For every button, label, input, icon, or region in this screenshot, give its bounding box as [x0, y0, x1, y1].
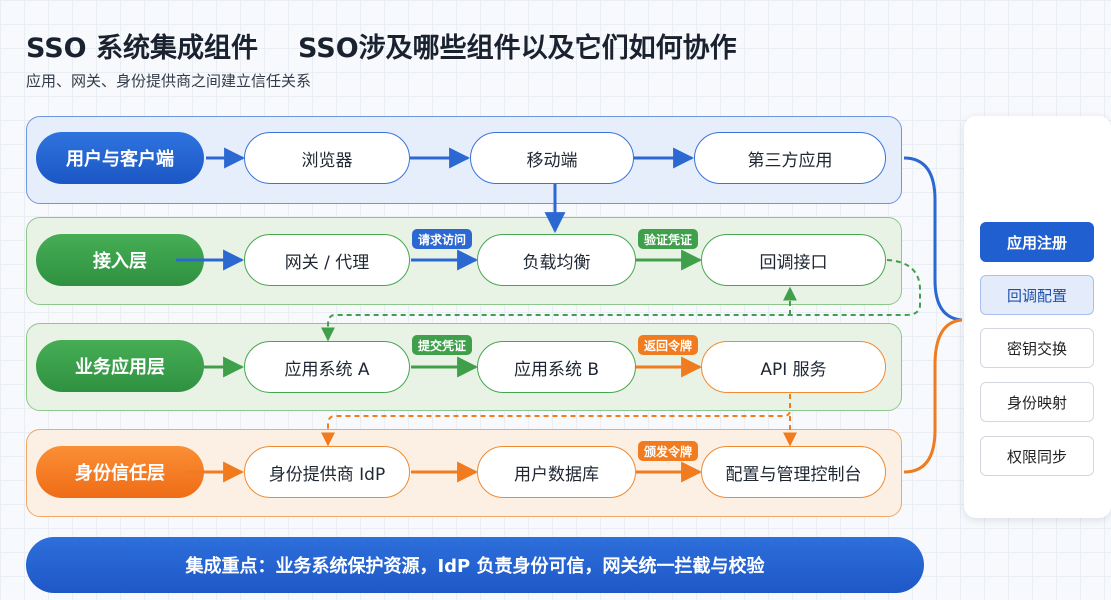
node-admin-console: 配置与管理控制台 [701, 446, 886, 498]
node-callback-interface: 回调接口 [701, 234, 886, 286]
lane-label-user-client: 用户与客户端 [36, 132, 204, 184]
tag-return-token: 返回令牌 [638, 335, 699, 355]
node-gateway-proxy: 网关 / 代理 [244, 234, 410, 286]
side-item-key-exchange[interactable]: 密钥交换 [980, 328, 1094, 368]
node-api-service: API 服务 [701, 341, 886, 393]
node-app-system-b: 应用系统 B [477, 341, 636, 393]
node-load-balancer: 负载均衡 [477, 234, 636, 286]
node-browser: 浏览器 [244, 132, 410, 184]
side-item-app-registration[interactable]: 应用注册 [980, 222, 1094, 262]
side-item-permission-sync[interactable]: 权限同步 [980, 436, 1094, 476]
tag-verify-credential: 验证凭证 [638, 229, 699, 249]
node-app-system-a: 应用系统 A [244, 341, 410, 393]
node-idp: 身份提供商 IdP [244, 446, 410, 498]
tag-submit-credential: 提交凭证 [412, 335, 473, 355]
node-third-party-app: 第三方应用 [694, 132, 886, 184]
side-item-identity-mapping[interactable]: 身份映射 [980, 382, 1094, 422]
node-mobile: 移动端 [470, 132, 634, 184]
integration-config-panel: 应用注册 回调配置 密钥交换 身份映射 权限同步 [964, 116, 1111, 518]
title-secondary: SSO涉及哪些组件以及它们如何协作 [298, 33, 737, 64]
lane-label-identity: 身份信任层 [36, 446, 204, 498]
tag-request-access: 请求访问 [412, 229, 473, 249]
title-main: SSO 系统集成组件 [26, 33, 259, 64]
integration-focus-banner: 集成重点：业务系统保护资源，IdP 负责身份可信，网关统一拦截与校验 [26, 537, 924, 593]
side-item-callback-config[interactable]: 回调配置 [980, 275, 1094, 315]
node-user-database: 用户数据库 [477, 446, 636, 498]
page-subtitle: 应用、网关、身份提供商之间建立信任关系 [26, 72, 312, 90]
page-title: SSO 系统集成组件 SSO涉及哪些组件以及它们如何协作 [26, 26, 737, 65]
lane-label-business: 业务应用层 [36, 340, 204, 392]
tag-issue-token: 颁发令牌 [638, 441, 699, 461]
